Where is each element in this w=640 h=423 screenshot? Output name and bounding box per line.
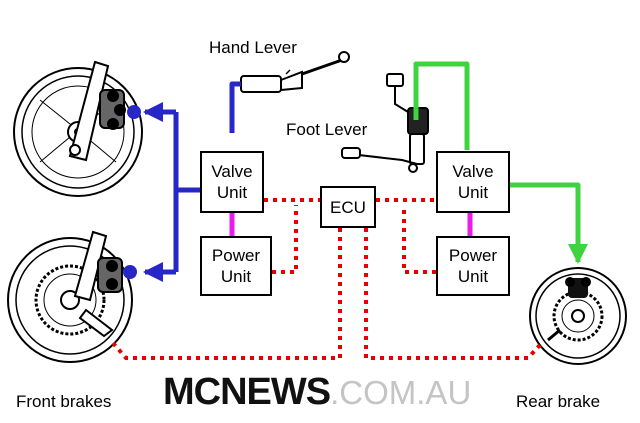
ecu-label: ECU <box>330 197 366 217</box>
valve-unit-rear: Valve Unit <box>436 151 510 213</box>
power-unit-front: Power Unit <box>200 236 272 296</box>
power-front-line1: Power <box>211 246 261 265</box>
front-lower-fork <box>73 230 123 338</box>
watermark-suffix: .COM.AU <box>330 374 472 411</box>
electrical-wiring <box>111 198 542 360</box>
valve-rear-line1: Valve <box>452 162 494 181</box>
power-rear-line2: Unit <box>457 267 489 286</box>
power-rear-line1: Power <box>448 246 498 265</box>
valve-unit-front: Valve Unit <box>200 151 264 213</box>
front-lower-wheel <box>7 237 133 363</box>
front-upper-fork <box>68 60 126 162</box>
rear-hydraulic-line <box>413 61 588 264</box>
foot-lever-graphic <box>341 73 429 173</box>
power-unit-rear: Power Unit <box>436 236 510 296</box>
ecu-box: ECU <box>320 186 376 228</box>
hand-lever-graphic <box>240 51 350 93</box>
watermark-main: MCNEWS <box>163 371 331 413</box>
valve-front-line2: Unit <box>216 183 248 202</box>
mcnews-watermark: MCNEWS.COM.AU <box>163 371 471 414</box>
valve-rear-line2: Unit <box>457 183 489 202</box>
front-lower-port <box>123 265 137 279</box>
front-brakes-label: Front brakes <box>16 392 112 411</box>
power-links <box>229 212 473 236</box>
front-upper-port <box>127 105 141 119</box>
power-front-line2: Unit <box>220 267 252 286</box>
valve-front-line1: Valve <box>211 162 253 181</box>
rear-caliper <box>565 277 591 298</box>
foot-lever-label: Foot Lever <box>286 120 368 139</box>
rear-brake-label: Rear brake <box>516 392 601 411</box>
hand-lever-label: Hand Lever <box>209 38 297 57</box>
front-hydraulic-line <box>143 81 241 282</box>
